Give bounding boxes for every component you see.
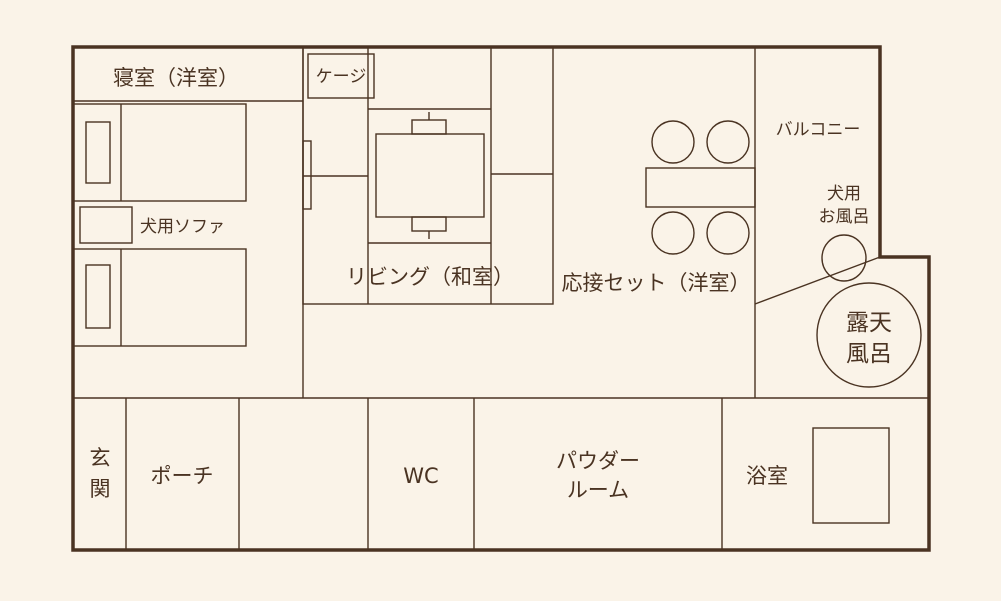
living-label: リビング（和室） (346, 265, 514, 289)
open-air-bath (816, 282, 922, 388)
dog-sofa (79, 206, 133, 244)
wc-label: WC (403, 464, 438, 488)
dog-bath (821, 234, 867, 282)
powder-room-label: ルーム (567, 478, 629, 502)
bathtub (812, 427, 890, 524)
cage (307, 53, 375, 99)
reception-label: 応接セット（洋室） (562, 271, 751, 295)
bed-upper (72, 103, 247, 202)
entrance-label: 玄 (90, 446, 111, 470)
bathroom-label: 浴室 (746, 464, 788, 488)
entrance-label: 関 (90, 477, 111, 501)
low-table (375, 112, 485, 239)
dog-bath-label: お風呂 (819, 207, 870, 227)
bed-lower (72, 248, 247, 347)
powder-room-label: パウダー (556, 449, 640, 473)
bedroom-label: 寝室（洋室） (113, 66, 239, 90)
cage-label: ケージ (316, 67, 367, 87)
reception-set (645, 120, 756, 255)
tv-shelf (302, 140, 312, 210)
outer-wall (71, 45, 931, 552)
dog-sofa-label: 犬用ソファ (140, 217, 225, 237)
open-air-bath-label: 風呂 (846, 341, 892, 367)
balcony-label: バルコニー (776, 120, 861, 140)
dog-bath-label: 犬用 (827, 184, 861, 204)
porch-label: ポーチ (151, 464, 214, 488)
open-air-bath-label: 露天 (846, 310, 892, 336)
